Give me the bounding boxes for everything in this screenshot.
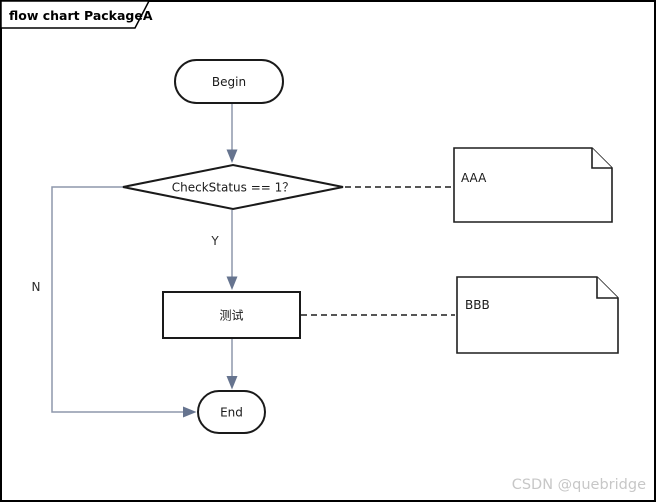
node-decision: CheckStatus == 1？ [122,163,344,211]
connector-process-to-end [226,339,238,390]
node-end: End [197,390,266,434]
connector-begin-to-decision [226,103,238,163]
connector-decision-to-end [51,186,197,418]
connector-decision-to-process [226,210,238,290]
note-fold-icon [596,277,618,299]
node-begin-label: Begin [212,75,246,89]
node-process-label: 测试 [219,308,243,323]
note-bbb-label: BBB [465,298,490,312]
note-bbb: BBB [456,276,619,354]
arrowhead-down-icon [226,276,238,290]
node-begin: Begin [174,59,284,104]
arrowhead-down-icon [226,376,238,390]
watermark: CSDN @quebridge [512,477,646,493]
node-decision-label: CheckStatus == 1？ [172,181,295,195]
arrowhead-down-icon [226,149,238,163]
note-aaa-label: AAA [461,171,487,185]
arrowhead-right-icon [183,406,197,418]
node-process: 测试 [162,291,301,339]
frame-title-tab [0,0,151,29]
frame-title: flow chart PackageA [9,8,153,23]
edge-label-yes: Y [210,234,219,248]
edge-label-no: N [32,280,41,294]
note-aaa: AAA [453,147,613,223]
node-end-label: End [220,406,243,420]
note-fold-icon [591,148,612,169]
